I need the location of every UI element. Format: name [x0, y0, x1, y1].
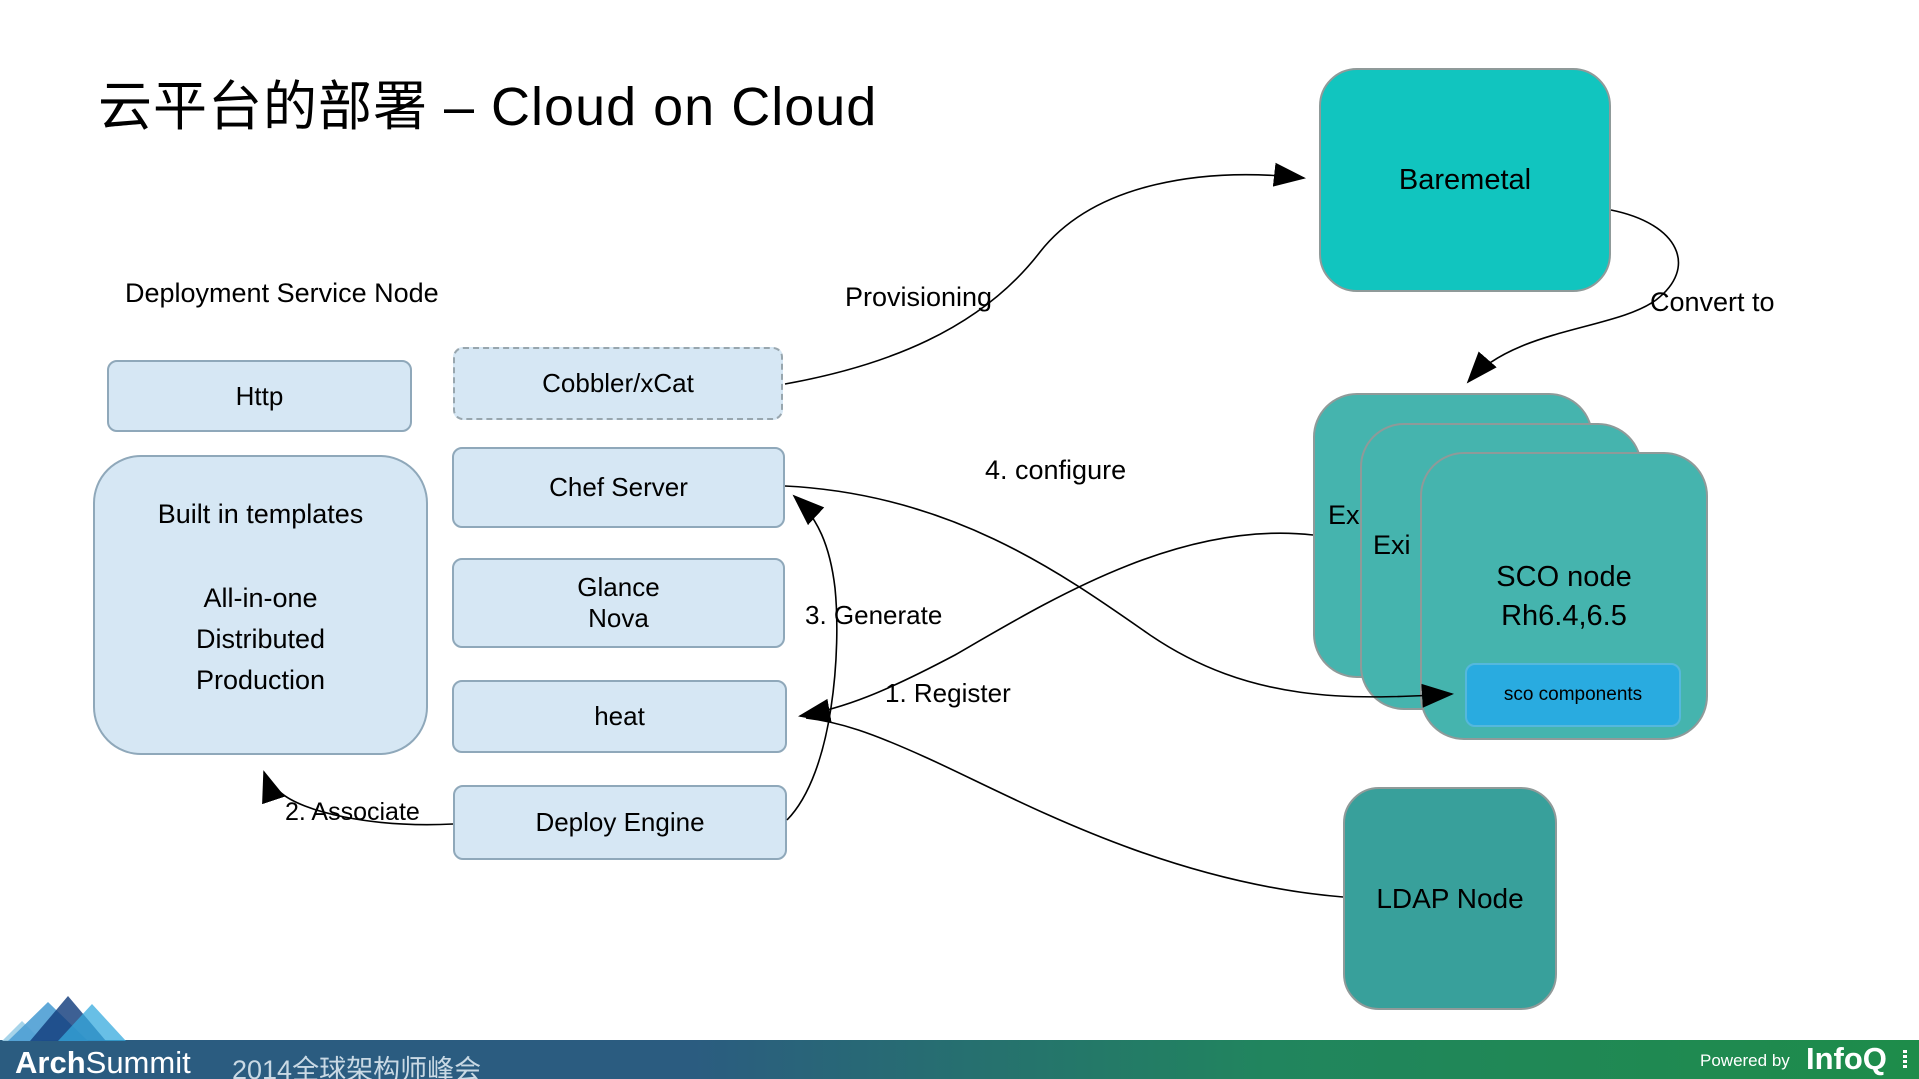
event-name: 2014全球架构师峰会 [232, 1055, 482, 1079]
node-cobbler-xcat: Cobbler/xCat [453, 347, 783, 420]
node-built-in-templates: Built in templates All-in-one Distribute… [93, 455, 428, 755]
edge-generate [786, 494, 838, 821]
edge-label-register: 1. Register [885, 678, 1011, 708]
templates-line-allinone: All-in-one [203, 583, 318, 613]
powered-by-label: Powered by [1700, 1051, 1790, 1070]
deployment-service-node-label: Deployment Service Node [125, 278, 439, 308]
node-glance-nova: Glance Nova [452, 558, 785, 648]
archsummit-wordmark: ArchSummit [15, 1045, 191, 1079]
edge-label-associate: 2. Associate [285, 798, 420, 826]
edge-label-generate: 3. Generate [805, 600, 943, 630]
templates-line-production: Production [195, 665, 326, 695]
node-ldap: LDAP Node [1343, 787, 1557, 1010]
node-deploy-engine: Deploy Engine [453, 785, 787, 860]
edge-label-convert-to: Convert to [1650, 287, 1775, 317]
edge-ldap-register [805, 717, 1344, 898]
templates-line-distributed: Distributed [195, 624, 326, 654]
sco-node-title: SCO node Rh6.4,6.5 [1420, 558, 1708, 636]
sco-node-line1: SCO node [1496, 561, 1632, 593]
edge-label-provisioning: Provisioning [845, 282, 993, 312]
glance-label: Glance [577, 572, 660, 602]
edge-label-configure: 4. configure [985, 455, 1127, 485]
sco-node-line2: Rh6.4,6.5 [1501, 600, 1627, 632]
node-heat: heat [452, 680, 787, 753]
infoq-cn-mark [1903, 1050, 1907, 1068]
archsummit-wordmark-rest: Summit [85, 1045, 191, 1079]
footer-bar [0, 1040, 1919, 1079]
sco-components-chip: sco components [1465, 663, 1681, 727]
stack-back-label: Ex [1328, 500, 1360, 530]
templates-lines: All-in-one Distributed Production [95, 578, 426, 701]
slide-title: 云平台的部署 – Cloud on Cloud [98, 77, 878, 137]
infoq-logo: InfoQ [1806, 1041, 1887, 1076]
edge-provisioning [784, 162, 1306, 385]
archsummit-wordmark-bold: Arch [15, 1045, 86, 1079]
nova-label: Nova [588, 603, 649, 633]
node-chef-server: Chef Server [452, 447, 785, 528]
node-http: Http [107, 360, 412, 432]
stack-middle-label: Exi [1373, 530, 1411, 560]
templates-title: Built in templates [157, 499, 364, 529]
archsummit-mountains-logo [2, 996, 126, 1041]
node-baremetal: Baremetal [1319, 68, 1611, 292]
